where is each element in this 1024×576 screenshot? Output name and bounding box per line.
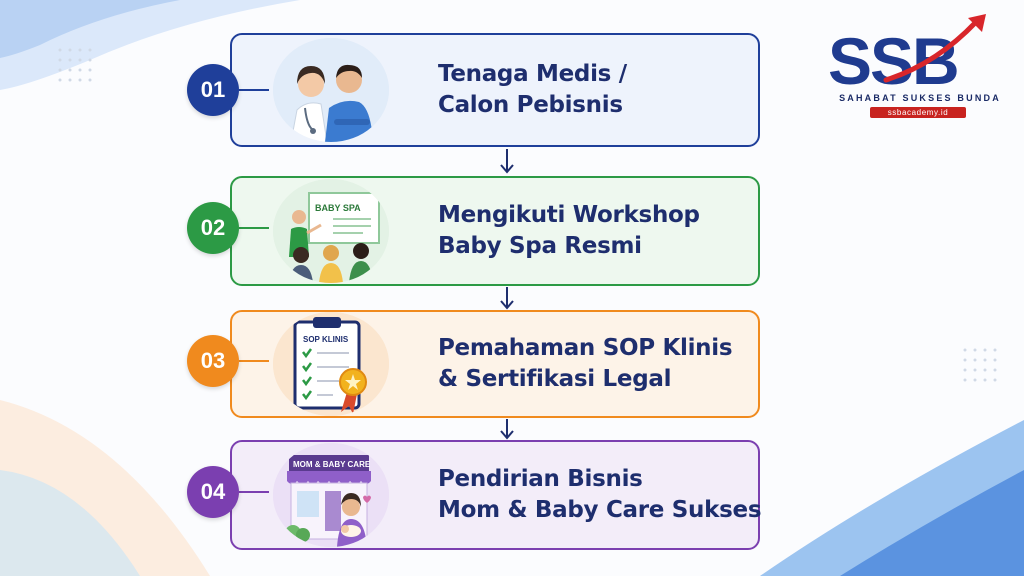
board-label: BABY SPA <box>315 203 361 213</box>
step-title: Mengikuti Workshop Baby Spa Resmi <box>438 200 700 262</box>
workshop-class-icon: BABY SPA <box>273 179 389 283</box>
logo-text: SSB <box>828 24 958 98</box>
step-title-line1: Tenaga Medis / <box>438 61 627 87</box>
step-connector-2 <box>239 227 269 229</box>
step-connector-3 <box>239 360 269 362</box>
step-title-line1: Pendirian Bisnis <box>438 466 643 492</box>
medical-staff-icon <box>273 38 389 142</box>
step-title-line2: Mom & Baby Care Sukses <box>438 497 762 523</box>
step-title: Pemahaman SOP Klinis & Sertifikasi Legal <box>438 333 733 395</box>
step-title-line2: & Sertifikasi Legal <box>438 366 672 392</box>
arrow-down-icon <box>500 149 514 174</box>
step-title-line1: Pemahaman SOP Klinis <box>438 335 733 361</box>
step-title: Pendirian Bisnis Mom & Baby Care Sukses <box>438 464 762 526</box>
step-number-4: 04 <box>187 466 239 518</box>
step-title-line2: Baby Spa Resmi <box>438 233 642 259</box>
sop-clipboard-icon: SOP KLINIS <box>273 312 389 416</box>
step-number-1: 01 <box>187 64 239 116</box>
step-title-line2: Calon Pebisnis <box>438 92 623 118</box>
step-connector-4 <box>239 491 269 493</box>
logo-url: ssbacademy.id <box>870 107 966 118</box>
store-sign: MOM & BABY CARE <box>293 460 371 469</box>
step-connector-1 <box>239 89 269 91</box>
clipboard-label: SOP KLINIS <box>303 335 349 344</box>
step-number-3: 03 <box>187 335 239 387</box>
arrow-down-icon <box>500 287 514 310</box>
ssb-logo: SSB <box>828 14 986 98</box>
step-title: Tenaga Medis / Calon Pebisnis <box>438 59 627 121</box>
logo-tagline: SAHABAT SUKSES BUNDA <box>839 93 1001 103</box>
arrow-down-icon <box>500 419 514 440</box>
step-title-line1: Mengikuti Workshop <box>438 202 700 228</box>
mom-baby-store-icon: MOM & BABY CARE <box>273 443 389 547</box>
step-number-2: 02 <box>187 202 239 254</box>
